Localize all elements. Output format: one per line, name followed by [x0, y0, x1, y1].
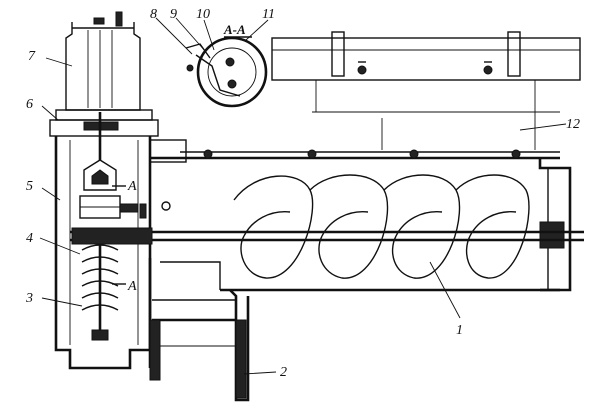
motor-housing [65, 11, 141, 111]
section-mark-lower: А [127, 279, 137, 294]
label-2: 2 [280, 365, 287, 380]
label-7: 7 [28, 49, 36, 64]
section-mark-upper: А [127, 179, 137, 194]
label-3: 3 [25, 291, 33, 306]
auger-tube [150, 149, 572, 292]
gearbox-housing [54, 136, 187, 370]
label-6: 6 [26, 97, 33, 112]
auger-screw [70, 174, 584, 279]
label-1: 1 [456, 323, 463, 338]
label-11: 11 [262, 7, 275, 22]
label-9: 9 [170, 7, 177, 22]
section-a-a-view [185, 19, 269, 108]
worm-gear [81, 240, 119, 341]
label-4: 4 [26, 231, 33, 246]
discharge-chute [148, 258, 250, 402]
label-5: 5 [26, 179, 33, 194]
label-8: 8 [150, 7, 157, 22]
label-12: 12 [566, 117, 580, 132]
label-10: 10 [196, 7, 210, 22]
leader-lines [39, 17, 567, 375]
flange-plate [49, 109, 159, 160]
section-title: А-А [223, 22, 246, 37]
conveyor-trough-detail [271, 31, 581, 150]
